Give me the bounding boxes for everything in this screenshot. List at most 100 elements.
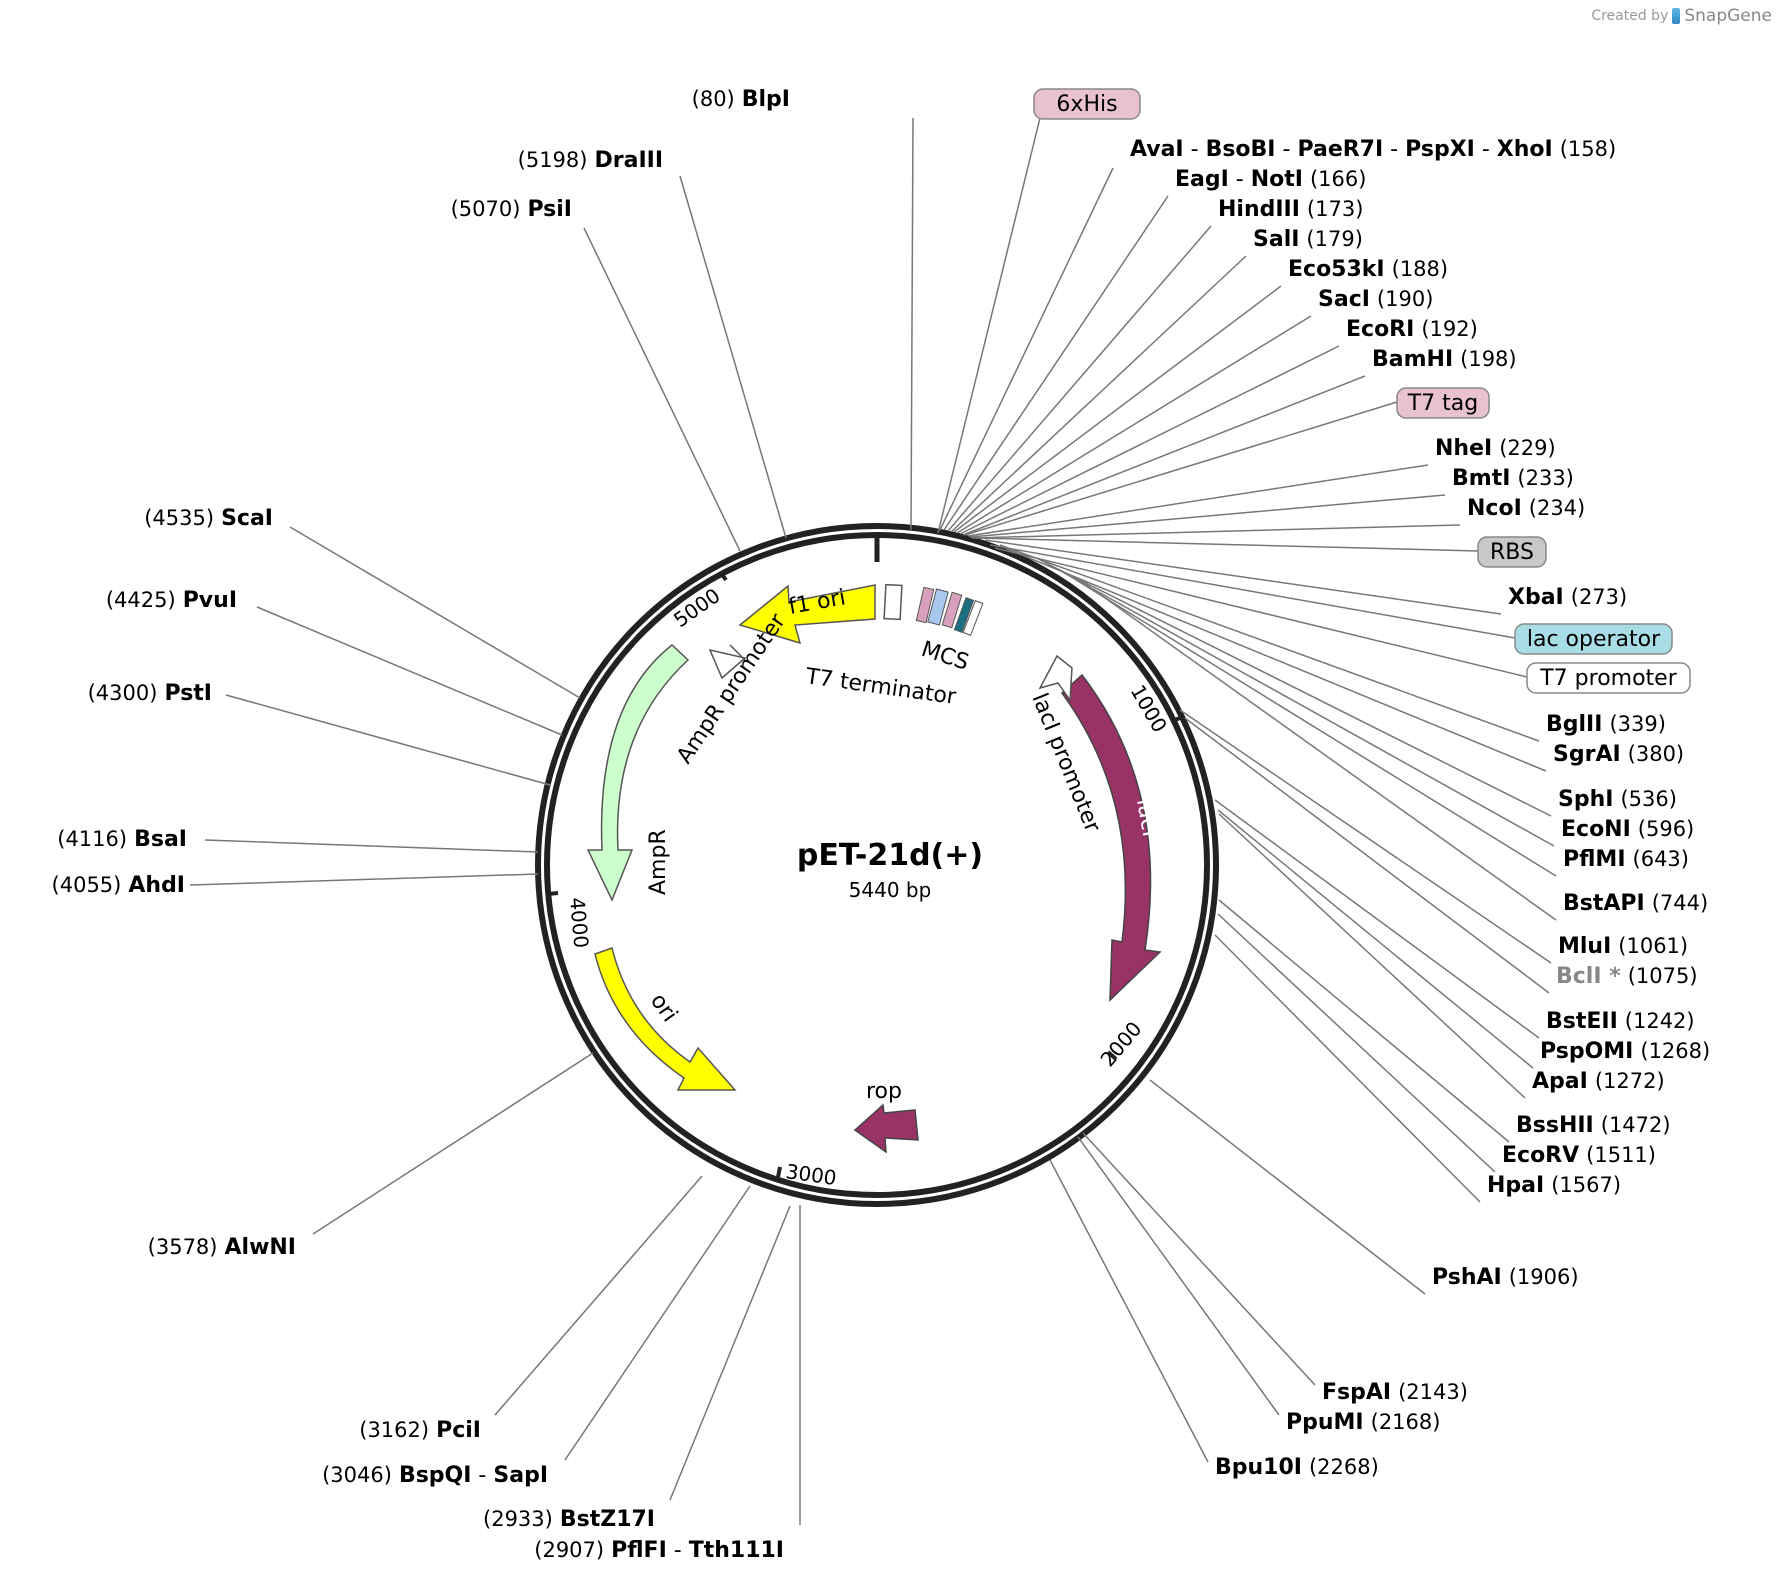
plasmid-size: 5440 bp	[848, 878, 932, 902]
leader-line-bpu10i	[1049, 1159, 1209, 1463]
enzyme-name: PshAI	[1432, 1265, 1502, 1290]
site-label-nhei[interactable]: NheI (229)	[1435, 436, 1556, 461]
site-label-ecorv[interactable]: EcoRV (1511)	[1502, 1143, 1656, 1168]
enzyme-name: PpuMI	[1286, 1410, 1364, 1435]
tag-leader-t7-promoter	[994, 547, 1528, 678]
leader-line-sali	[950, 255, 1247, 533]
site-label-bsshii[interactable]: BssHII (1472)	[1516, 1113, 1671, 1138]
enzyme-name: ScaI	[221, 506, 273, 531]
site-label-sapi[interactable]: (3046) BspQI - SapI	[322, 1463, 548, 1488]
site-gap	[1414, 317, 1421, 342]
site-label-mlui[interactable]: MluI (1061)	[1558, 934, 1688, 959]
feature-tag-6xhis-box[interactable]	[1033, 88, 1141, 120]
feature-ampr-label: AmpR	[646, 829, 671, 895]
tag-leader-rbs	[975, 537, 1479, 552]
site-label-ahdi[interactable]: (4055) AhdI	[52, 873, 185, 898]
site-label-sgrai[interactable]: SgrAI (380)	[1553, 742, 1684, 767]
site-label-bglii[interactable]: BglII (339)	[1546, 712, 1666, 737]
enzyme-name: PsiI	[527, 197, 572, 222]
site-label-bstz17i[interactable]: (2933) BstZ17I	[483, 1507, 655, 1532]
site-position: (339)	[1609, 712, 1665, 736]
site-label-hpai[interactable]: HpaI (1567)	[1487, 1173, 1621, 1198]
site-label-bsai[interactable]: (4116) BsaI	[57, 827, 187, 852]
mcs-t7-tag-box	[915, 586, 935, 624]
site-label-hindiii[interactable]: HindIII (173)	[1218, 197, 1363, 222]
feature-tag-t7-tag: T7 tag	[1407, 391, 1479, 416]
site-label-xhoi[interactable]: AvaI - BsoBI - PaeR7I - PspXI - XhoI (15…	[1130, 137, 1616, 162]
feature-tag-t7-promoter: T7 promoter	[1539, 666, 1677, 691]
site-label-psti[interactable]: (4300) PstI	[88, 681, 212, 706]
site-position: (5198)	[518, 148, 588, 172]
site-label-pvui[interactable]: (4425) PvuI	[106, 588, 237, 613]
site-label-pflmi[interactable]: PflMI (643)	[1563, 847, 1689, 872]
site-position: (2143)	[1398, 1380, 1468, 1404]
site-position: (173)	[1307, 197, 1363, 221]
enzyme-name: BsaI	[134, 827, 187, 852]
feature-tag-t7-promoter-box[interactable]	[1526, 662, 1691, 694]
leader-line-psii	[583, 227, 741, 552]
site-label-scai[interactable]: (4535) ScaI	[144, 506, 273, 531]
site-label-pshai[interactable]: PshAI (1906)	[1432, 1265, 1579, 1290]
site-label-ecori[interactable]: EcoRI (192)	[1346, 317, 1478, 342]
site-label-draiii[interactable]: (5198) DraIII	[518, 148, 663, 173]
site-label-bstapi[interactable]: BstAPI (744)	[1563, 891, 1708, 916]
site-label-ncoi[interactable]: NcoI (234)	[1467, 496, 1585, 521]
enzyme-name: BstAPI	[1563, 891, 1645, 916]
site-label-psii[interactable]: (5070) PsiI	[451, 197, 572, 222]
site-label-pspomi[interactable]: PspOMI (1268)	[1540, 1039, 1710, 1064]
site-position: (3578)	[148, 1235, 218, 1259]
site-label-xbai[interactable]: XbaI (273)	[1508, 585, 1627, 610]
site-label-tth111i[interactable]: (2907) PflFI - Tth111I	[534, 1538, 784, 1563]
site-label-ppumi[interactable]: PpuMI (2168)	[1286, 1410, 1440, 1435]
enzyme-name: HpaI	[1487, 1173, 1544, 1198]
leader-line-xbai	[984, 539, 1502, 615]
site-label-alwni[interactable]: (3578) AlwNI	[148, 1235, 296, 1260]
site-label-sali[interactable]: SalI (179)	[1253, 227, 1363, 252]
site-label-sphi[interactable]: SphI (536)	[1558, 787, 1677, 812]
mcs-insert-box	[927, 588, 949, 626]
site-label-fspai[interactable]: FspAI (2143)	[1322, 1380, 1468, 1405]
site-label-econi[interactable]: EcoNI (596)	[1561, 817, 1694, 842]
site-position: (4425)	[106, 588, 176, 612]
enzyme-name: BglII	[1546, 712, 1602, 737]
leader-line-ecori	[959, 345, 1340, 535]
site-position: (192)	[1421, 317, 1477, 341]
site-label-bamhi[interactable]: BamHI (198)	[1372, 347, 1517, 372]
site-label-bmti[interactable]: BmtI (233)	[1452, 466, 1574, 491]
site-gap	[1453, 347, 1460, 372]
leader-line-alwni	[312, 1052, 594, 1235]
site-label-bcli[interactable]: BclI * (1075)	[1556, 964, 1698, 989]
site-label-blpi[interactable]: (80) BlpI	[692, 87, 790, 112]
site-label-eco53ki[interactable]: Eco53kI (188)	[1288, 257, 1448, 282]
enzyme-name: BstZ17I	[560, 1507, 655, 1532]
site-label-bpu10i[interactable]: Bpu10I (2268)	[1215, 1455, 1379, 1480]
feature-tag-rbs-box[interactable]	[1477, 536, 1547, 568]
site-label-apai[interactable]: ApaI (1272)	[1532, 1069, 1665, 1094]
feature-f1-ori-arrow	[738, 584, 876, 645]
feature-tag-lac-operator-box[interactable]	[1514, 623, 1673, 655]
site-label-noti[interactable]: EagI - NotI (166)	[1175, 167, 1366, 192]
feature-tag-t7-tag-box[interactable]	[1396, 387, 1490, 419]
site-gap	[1522, 496, 1529, 521]
leader-line-apai	[1218, 813, 1526, 1099]
site-position: (188)	[1392, 257, 1448, 281]
site-position: (158)	[1560, 137, 1616, 161]
site-gap	[587, 148, 594, 173]
site-label-bsteii[interactable]: BstEII (1242)	[1546, 1009, 1695, 1034]
leader-line-sphi	[1039, 559, 1552, 817]
leader-line-bstapi	[1079, 579, 1557, 921]
enzyme-name: DraIII	[594, 148, 663, 173]
site-position: (536)	[1620, 787, 1676, 811]
site-label-saci[interactable]: SacI (190)	[1318, 287, 1433, 312]
site-label-pcii[interactable]: (3162) PciI	[359, 1418, 481, 1443]
enzyme-name: BmtI	[1452, 466, 1510, 491]
site-gap	[1633, 1039, 1640, 1064]
tag-leader-t7-tag	[964, 401, 1398, 536]
site-gap	[1510, 466, 1517, 491]
site-position: (3046)	[322, 1463, 392, 1487]
site-gap	[1385, 257, 1392, 282]
site-position: (233)	[1517, 466, 1573, 490]
site-position: (4300)	[88, 681, 158, 705]
site-separator: -	[667, 1538, 689, 1563]
